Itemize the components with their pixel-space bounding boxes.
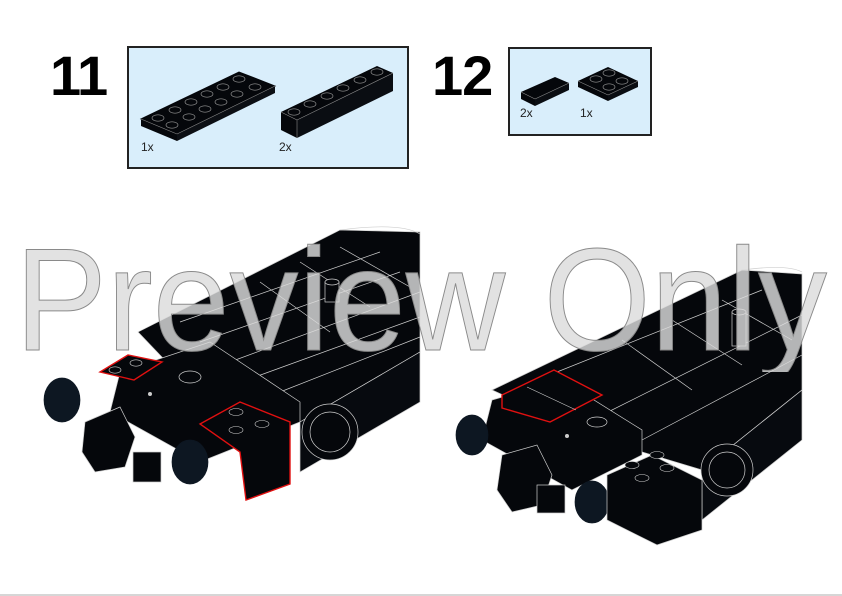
plate-2x6-icon xyxy=(139,71,277,141)
tile-1x2-icon xyxy=(520,77,570,106)
parts-callout-step-12: 2x 1x xyxy=(508,47,652,136)
step-12-model-image xyxy=(455,267,803,546)
part-qty: 2x xyxy=(279,140,292,154)
plate-2x2-icon xyxy=(577,67,639,101)
step-number-12: 12 xyxy=(432,44,493,107)
page-bottom-divider xyxy=(0,594,842,596)
step-number-11: 11 xyxy=(50,44,108,107)
part-qty: 1x xyxy=(580,106,593,120)
part-qty: 2x xyxy=(520,106,533,120)
brick-1x6-icon xyxy=(280,66,394,138)
part-qty: 1x xyxy=(141,140,154,154)
step-11-model-image xyxy=(43,226,421,501)
parts-callout-step-11: 1x 2x xyxy=(127,46,409,169)
